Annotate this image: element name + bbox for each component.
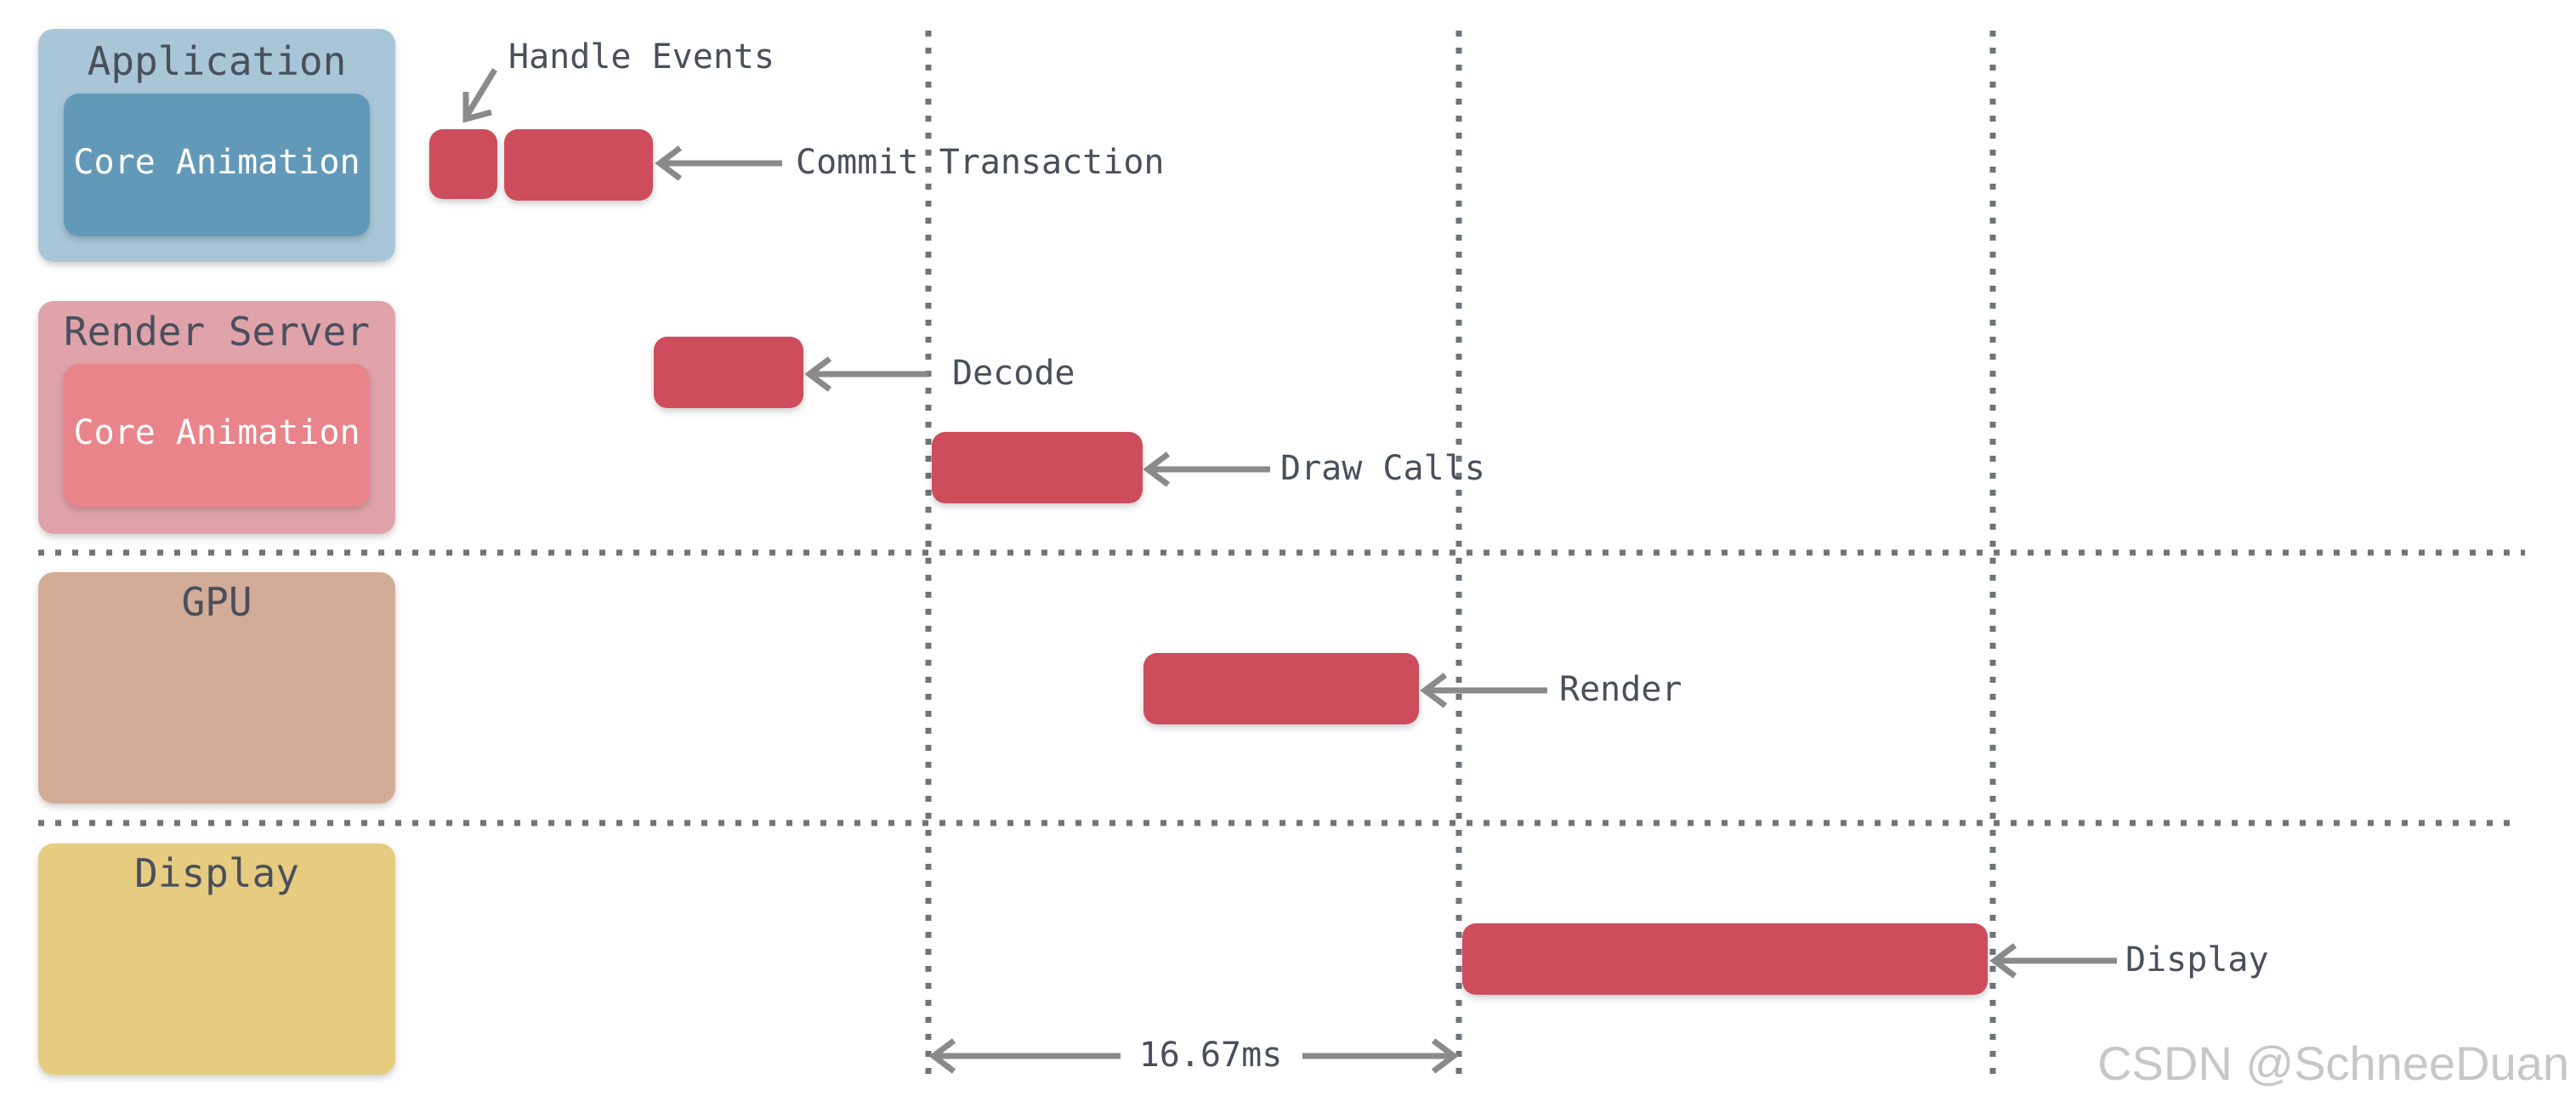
commit-transaction-label: Commit Transaction	[796, 143, 1164, 182]
application-lane-title: Application	[88, 38, 347, 84]
handle-events-arrow	[462, 68, 497, 123]
display-arrow	[1989, 943, 2117, 979]
lane-gpu: GPU	[38, 572, 395, 803]
watermark: CSDN @SchneeDuan	[2097, 1036, 2569, 1090]
lane-application: Application Core Animation	[38, 29, 395, 262]
draw-calls-label: Draw Calls	[1280, 449, 1485, 488]
frame-interval-label: 16.67ms	[1139, 1036, 1283, 1075]
handle-events-bar	[429, 129, 497, 199]
commit-transaction-bar	[504, 129, 653, 201]
render-label: Render	[1559, 670, 1682, 709]
render-server-core-animation-label: Core Animation	[73, 413, 360, 452]
decode-label: Decode	[952, 354, 1075, 393]
display-lane-box	[38, 843, 395, 1075]
render-server-core-animation-box	[64, 364, 370, 507]
application-core-animation-box	[64, 94, 370, 236]
draw-calls-arrow	[1143, 451, 1270, 487]
display-label: Display	[2125, 940, 2269, 979]
handle-events-label: Handle Events	[508, 37, 775, 77]
display-bar	[1462, 923, 1988, 995]
draw-calls-bar	[932, 432, 1143, 503]
gpu-lane-title: GPU	[181, 579, 252, 625]
display-lane-title: Display	[134, 850, 299, 896]
gpu-lane-box	[38, 572, 395, 803]
application-core-animation-label: Core Animation	[73, 143, 360, 182]
decode-arrow	[804, 356, 928, 392]
commit-transaction-arrow	[655, 145, 782, 181]
render-bar	[1143, 653, 1419, 724]
frame-interval-arrow-right	[1302, 1038, 1459, 1074]
lane-render-server: Render Server Core Animation	[38, 301, 395, 534]
frame-interval-arrow-left	[928, 1038, 1121, 1074]
decode-bar	[654, 337, 803, 408]
render-arrow	[1420, 673, 1547, 708]
render-server-lane-title: Render Server	[64, 309, 370, 355]
lane-display: Display	[38, 843, 395, 1075]
